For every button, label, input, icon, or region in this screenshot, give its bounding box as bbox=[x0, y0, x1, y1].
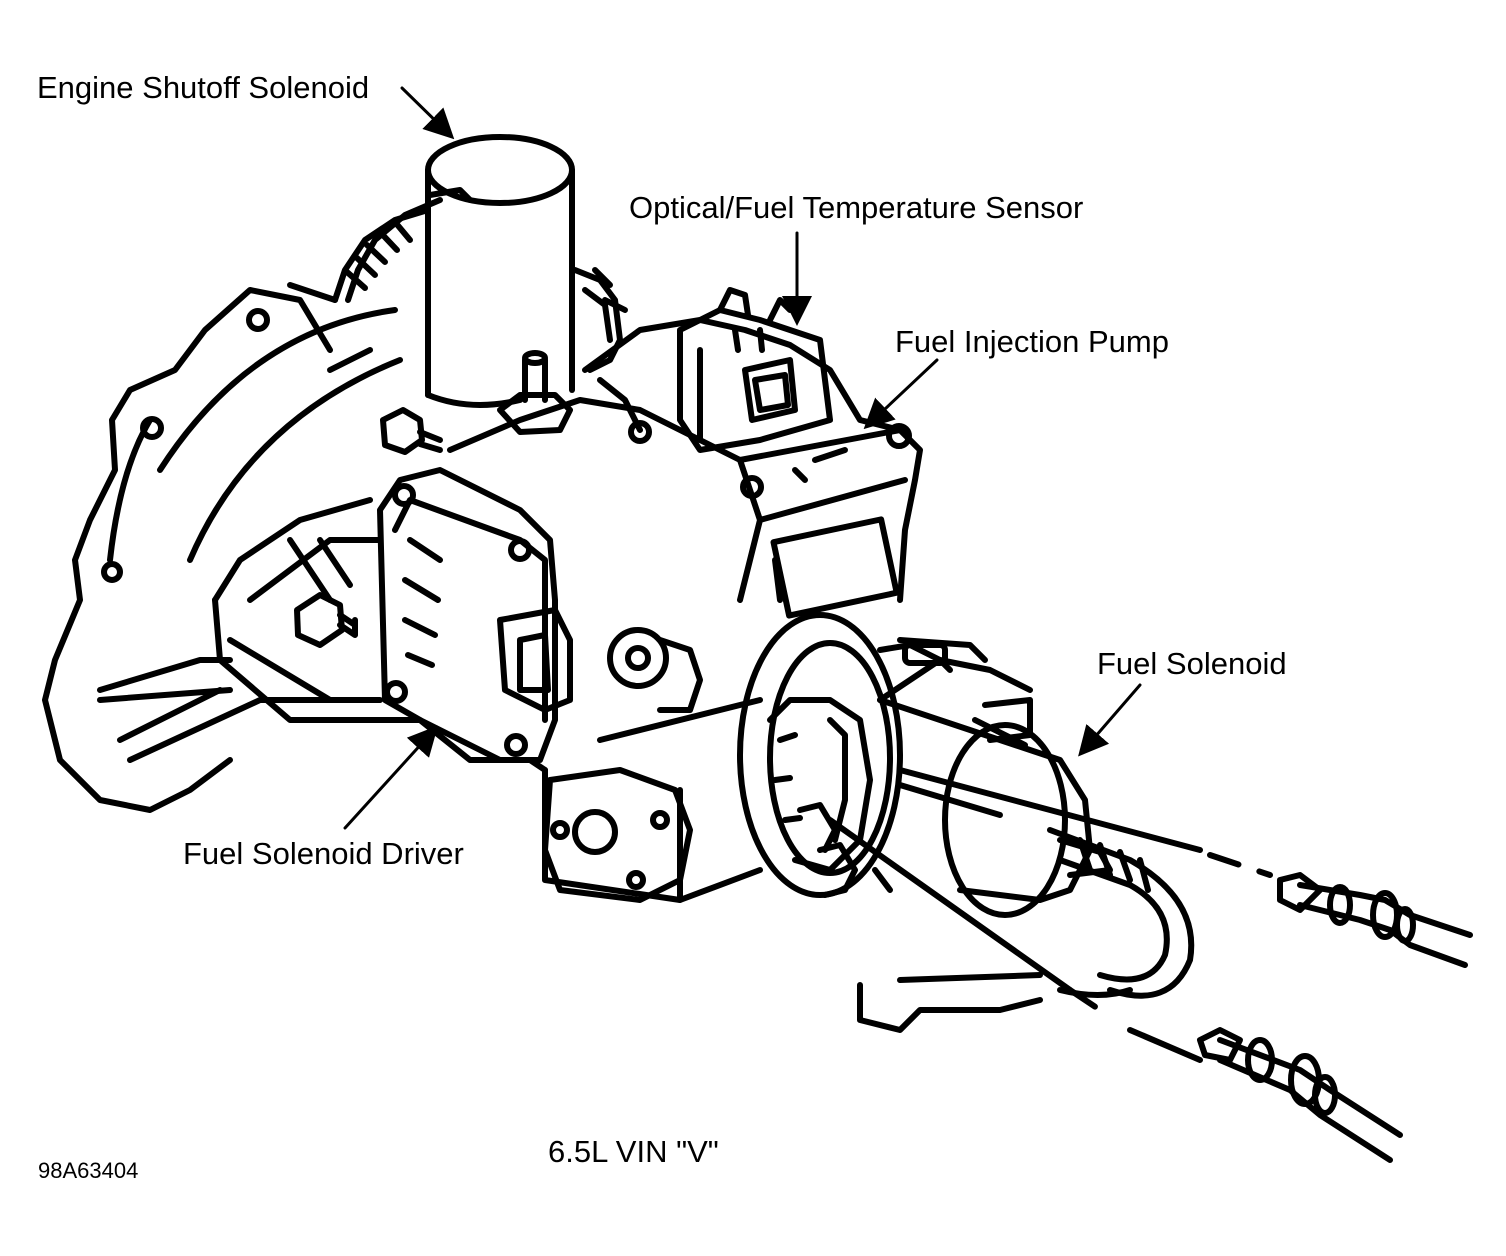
fuel-solenoid-part bbox=[737, 612, 1093, 918]
figure-id: 98A63404 bbox=[38, 1158, 139, 1183]
center-post bbox=[497, 350, 573, 435]
leader-engine-shutoff-solenoid bbox=[400, 86, 455, 140]
label-fuel-solenoid: Fuel Solenoid bbox=[1097, 646, 1287, 681]
label-fuel-solenoid-driver: Fuel Solenoid Driver bbox=[183, 836, 464, 871]
label-engine-shutoff-solenoid: Engine Shutoff Solenoid bbox=[37, 70, 370, 105]
injector-lines bbox=[1197, 872, 1473, 1163]
mounting-flange bbox=[542, 767, 693, 903]
fuel-lines bbox=[827, 767, 1273, 1063]
engine-shutoff-solenoid-part bbox=[332, 134, 575, 408]
leader-fuel-solenoid-driver bbox=[343, 725, 439, 830]
optical-fuel-temperature-sensor-part bbox=[628, 287, 912, 499]
label-optical-fuel-temperature-sensor: Optical/Fuel Temperature Sensor bbox=[629, 190, 1084, 225]
diagram-caption: 6.5L VIN "V" bbox=[548, 1134, 719, 1169]
fuel-injection-pump-body bbox=[377, 317, 923, 903]
stud-bolts bbox=[294, 407, 443, 648]
fuel-solenoid-driver-part bbox=[377, 467, 573, 763]
engine-housing bbox=[42, 282, 403, 813]
label-fuel-injection-pump: Fuel Injection Pump bbox=[895, 324, 1169, 359]
top-wiring bbox=[572, 267, 628, 373]
leader-lines bbox=[343, 86, 1142, 830]
center-fitting bbox=[607, 627, 703, 713]
leader-fuel-injection-pump bbox=[863, 358, 939, 430]
leader-fuel-solenoid bbox=[1078, 683, 1142, 757]
